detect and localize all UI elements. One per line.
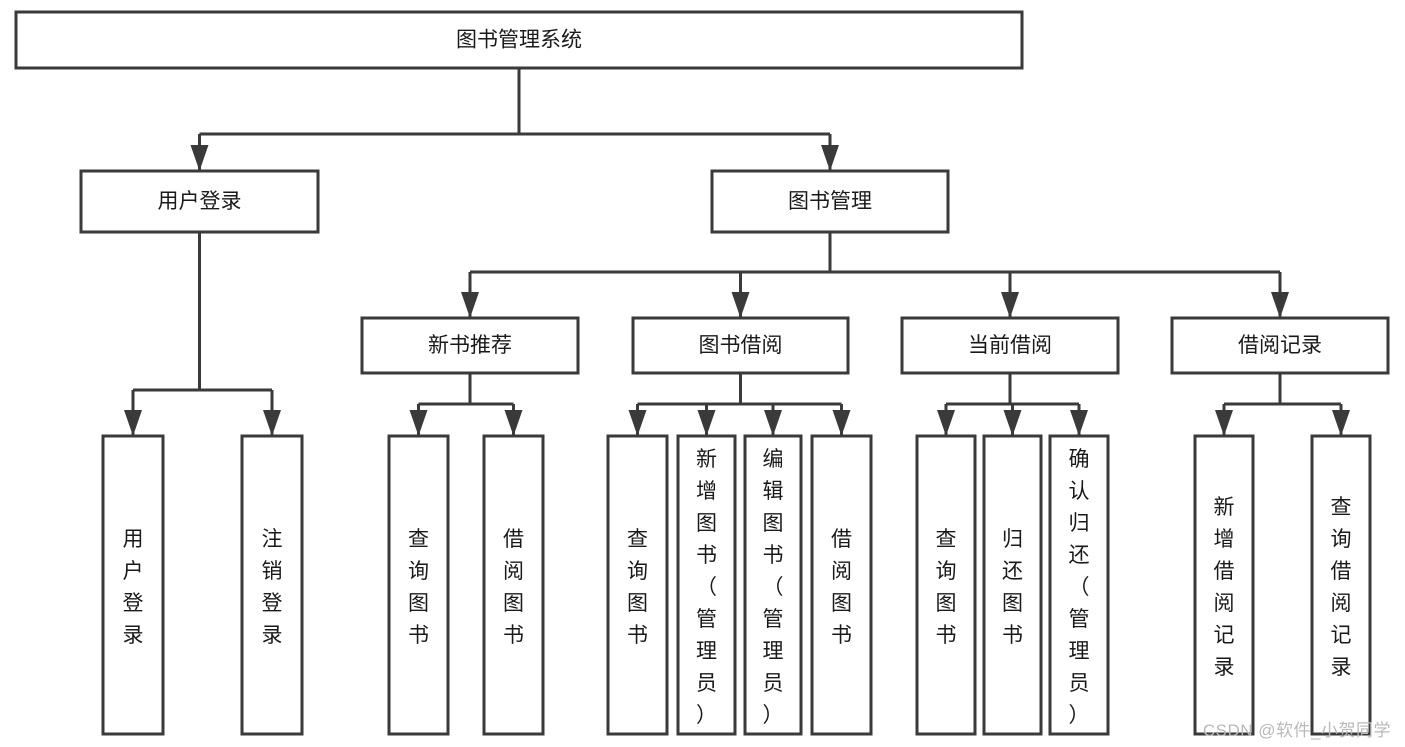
node-leaf-records-add[interactable]: 新增借阅记录	[1193, 434, 1255, 736]
node-label: 注销登录	[262, 528, 283, 647]
node-label: 图书借阅	[699, 334, 783, 357]
node-label: 新增图书（管理员）	[696, 448, 717, 727]
node-leaf-borrow-lend[interactable]: 借阅图书	[810, 434, 873, 736]
arrow-head-icon	[832, 410, 851, 436]
node-box	[1048, 434, 1110, 736]
node-label: 查询图书	[936, 528, 957, 647]
arrow-head-icon	[1003, 410, 1022, 436]
node-box	[1170, 316, 1390, 375]
node-label: 查询借阅记录	[1331, 496, 1352, 679]
arrow-head-icon	[1215, 410, 1233, 436]
node-box	[676, 434, 737, 736]
node-leaf-user-logout[interactable]: 注销登录	[240, 434, 304, 736]
arrow-head-icon	[764, 410, 782, 436]
arrow-head-icon	[263, 410, 281, 436]
node-label: 编辑图书（管理员）	[763, 448, 784, 727]
node-login[interactable]: 用户登录	[79, 169, 320, 234]
arrow-head-icon	[731, 292, 750, 318]
node-label: 新增借阅记录	[1214, 496, 1235, 679]
node-label: 当前借阅	[968, 334, 1052, 357]
node-bookmgmt[interactable]: 图书管理	[710, 169, 950, 234]
node-box	[982, 434, 1043, 736]
connectors-layer	[124, 68, 1350, 436]
node-label: 借阅记录	[1238, 334, 1322, 357]
arrow-head-icon	[628, 410, 647, 436]
node-box	[710, 169, 950, 234]
node-box	[631, 316, 850, 375]
node-label: 借阅图书	[503, 528, 524, 647]
node-box	[1310, 434, 1372, 736]
nodes-layer: 图书管理系统用户登录图书管理新书推荐图书借阅当前借阅借阅记录用户登录注销登录查询…	[14, 10, 1390, 736]
arrow-head-icon	[1271, 292, 1289, 318]
node-leaf-user-login[interactable]: 用户登录	[101, 434, 165, 736]
node-records[interactable]: 借阅记录	[1170, 316, 1390, 375]
node-box	[360, 316, 580, 375]
arrow-head-icon	[697, 410, 716, 436]
node-leaf-newbook-query[interactable]: 查询图书	[387, 434, 450, 736]
node-label: 查询图书	[408, 528, 429, 647]
node-leaf-records-query[interactable]: 查询借阅记录	[1310, 434, 1372, 736]
arrow-head-icon	[937, 410, 955, 436]
node-box	[14, 10, 1024, 70]
node-label: 查询图书	[627, 528, 648, 647]
node-label: 确认归还（管理员）	[1069, 448, 1090, 727]
arrow-head-icon	[1070, 410, 1088, 436]
node-newbook[interactable]: 新书推荐	[360, 316, 580, 375]
node-borrow[interactable]: 图书借阅	[631, 316, 850, 375]
node-box	[240, 434, 304, 736]
watermark-label: CSDN @软件_小贺同学	[1202, 721, 1391, 740]
node-current[interactable]: 当前借阅	[900, 316, 1120, 375]
node-root[interactable]: 图书管理系统	[14, 10, 1024, 70]
node-label: 用户登录	[123, 528, 144, 647]
node-leaf-current-query[interactable]: 查询图书	[915, 434, 977, 736]
node-label: 新书推荐	[428, 334, 512, 357]
node-box	[1193, 434, 1255, 736]
arrow-head-icon	[1001, 292, 1019, 318]
node-box	[606, 434, 669, 736]
arrow-head-icon	[461, 292, 479, 318]
node-leaf-borrow-add[interactable]: 新增图书（管理员）	[676, 434, 737, 736]
arrow-head-icon	[821, 145, 839, 171]
arrow-head-icon	[124, 410, 142, 436]
node-leaf-borrow-query[interactable]: 查询图书	[606, 434, 669, 736]
node-label: 用户登录	[158, 190, 242, 213]
node-label: 图书管理系统	[456, 29, 582, 52]
node-box	[482, 434, 545, 736]
node-leaf-newbook-borrow[interactable]: 借阅图书	[482, 434, 545, 736]
node-leaf-current-return[interactable]: 归还图书	[982, 434, 1043, 736]
node-label: 借阅图书	[831, 528, 852, 647]
node-box	[387, 434, 450, 736]
arrow-head-icon	[504, 410, 523, 436]
node-box	[810, 434, 873, 736]
node-box	[915, 434, 977, 736]
arrow-head-icon	[409, 410, 428, 436]
node-leaf-current-confirm[interactable]: 确认归还（管理员）	[1048, 434, 1110, 736]
arrow-head-icon	[190, 145, 209, 171]
node-box	[743, 434, 803, 736]
node-box	[101, 434, 165, 736]
arrow-head-icon	[1332, 410, 1350, 436]
node-box	[900, 316, 1120, 375]
node-box	[79, 169, 320, 234]
node-label: 图书管理	[788, 190, 872, 213]
node-label: 归还图书	[1002, 528, 1023, 647]
node-leaf-borrow-edit[interactable]: 编辑图书（管理员）	[743, 434, 803, 736]
